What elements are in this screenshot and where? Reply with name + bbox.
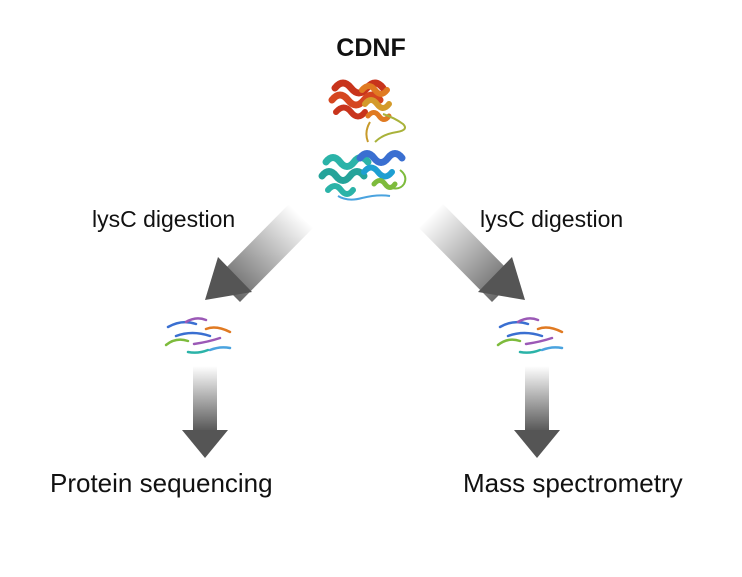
right-step-label: lysC digestion [480, 206, 624, 232]
protein-ribbon-structure-icon [318, 79, 407, 201]
left-down-arrow [182, 366, 228, 458]
right-down-arrow [514, 366, 560, 458]
left-diagonal-arrow [205, 204, 313, 302]
diagram-title: CDNF [336, 34, 406, 62]
peptide-fragments-icon [496, 317, 564, 354]
peptide-fragments-icon [164, 317, 232, 354]
right-diagonal-arrow [419, 204, 525, 302]
left-step-label: lysC digestion [92, 206, 236, 232]
right-outcome-label: Mass spectrometry [463, 468, 683, 498]
left-outcome-label: Protein sequencing [50, 468, 273, 498]
